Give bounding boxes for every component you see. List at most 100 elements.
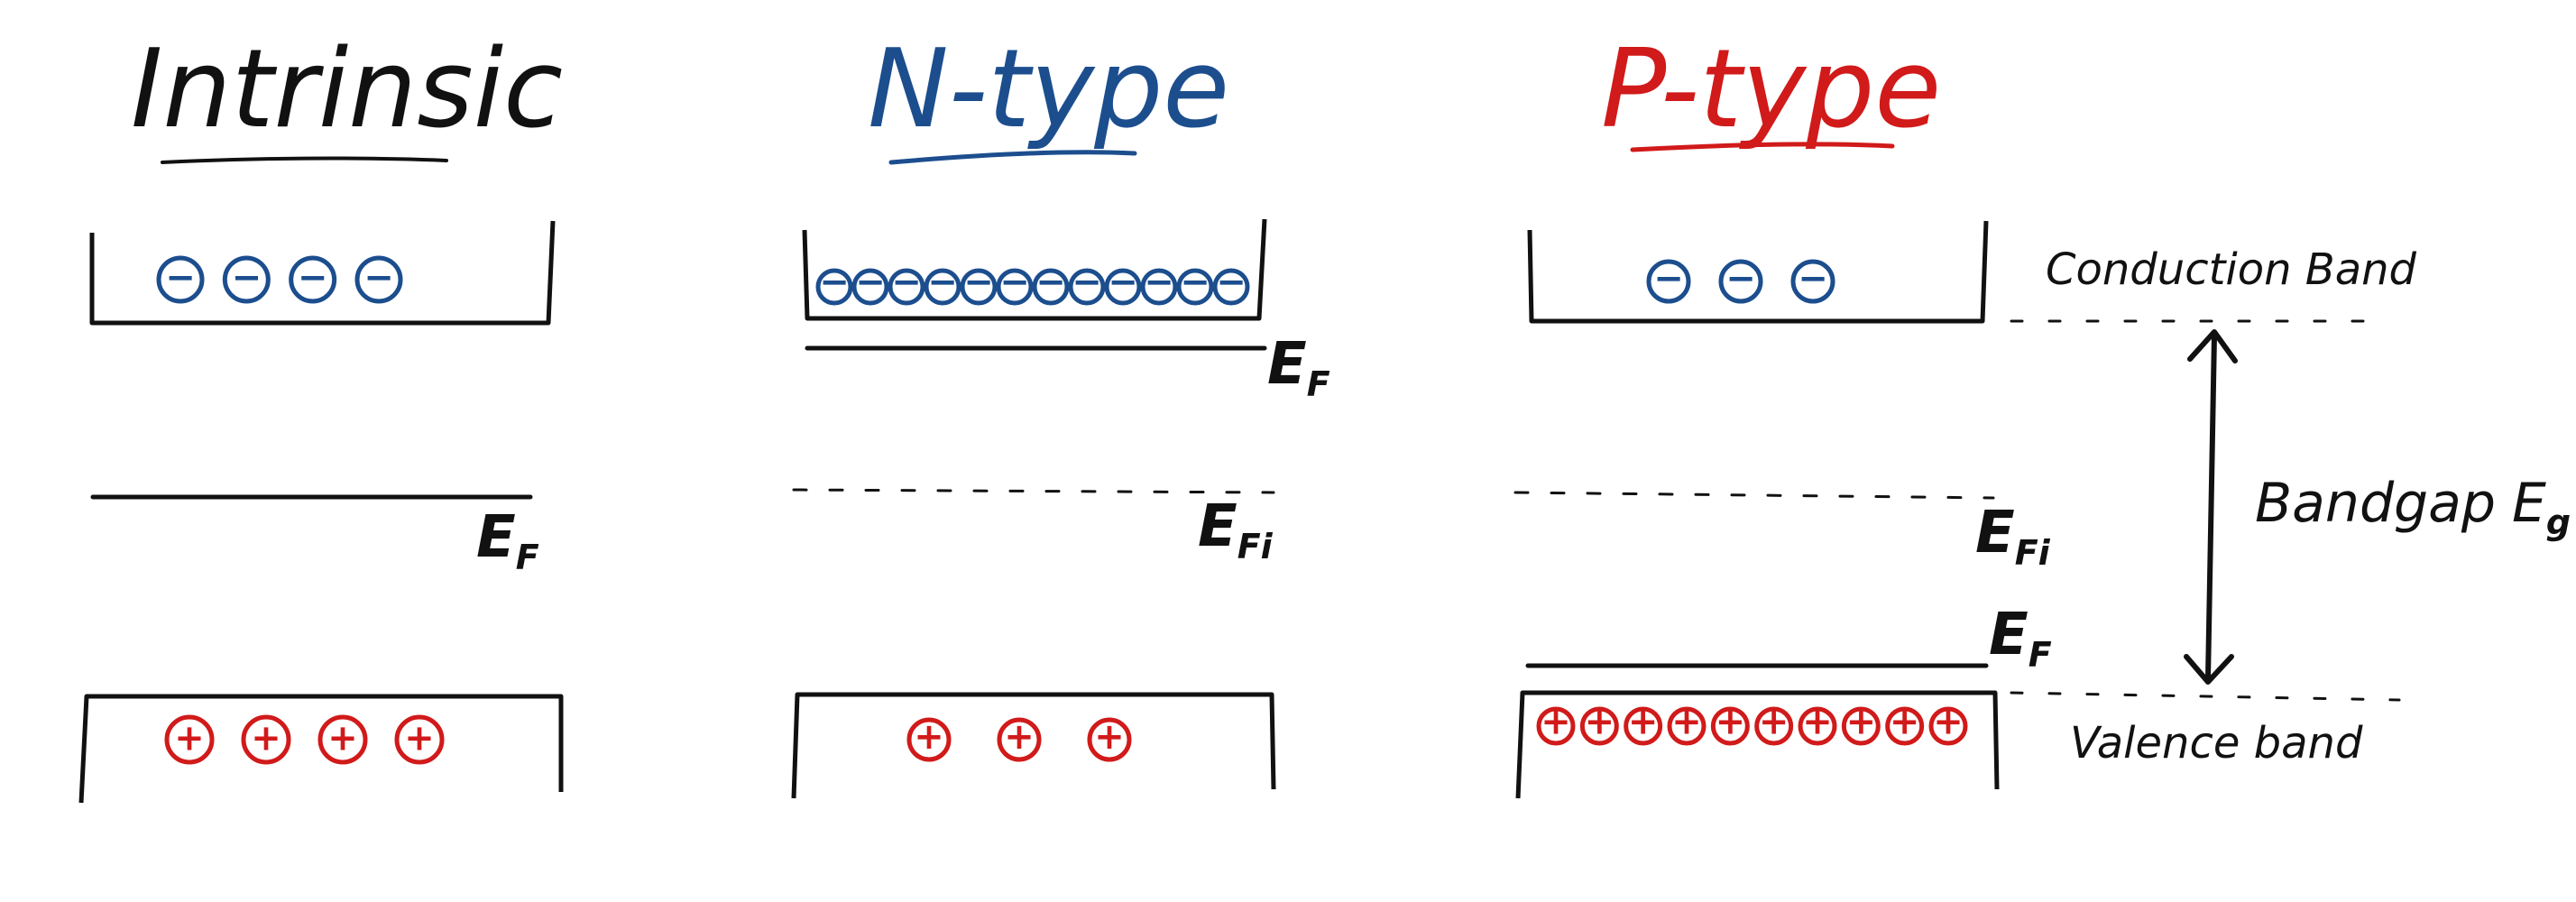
hole-carrier [1087,717,1132,762]
electron-carrier [1212,268,1250,306]
holes-p-type: + + + + + + + + + + [1536,702,1968,746]
conduction-band-intrinsic [89,220,556,326]
hole-symbol: + [1802,702,1833,743]
panel-n-type: N-type −−−−−−−−−−−− EF EFi + + + [791,27,1330,799]
electron-symbol: − [1072,262,1102,303]
electron-carrier [888,268,925,306]
hole-symbol: + [1004,716,1035,758]
electron-symbol: − [855,262,886,303]
electron-symbol: − [927,262,958,303]
electron-carrier [1646,259,1691,304]
hole-carrier [997,717,1042,762]
electron-carrier [289,255,337,304]
electron-symbol: − [363,257,394,299]
hole-symbol: + [1933,702,1964,743]
hole-carrier [1841,706,1881,746]
hole-carrier [906,717,952,762]
hole-symbol: + [914,716,944,758]
hole-symbol: + [1585,702,1615,743]
electrons-p-type: −−− [1646,258,1835,304]
hole-carrier [1798,706,1837,746]
intrinsic-label-n-type: EFi [1198,493,1274,566]
electron-symbol: − [819,262,850,303]
electron-carrier [815,268,853,306]
electron-symbol: − [298,257,328,299]
hole-carrier [164,714,215,765]
hole-symbol: + [327,717,358,759]
valence-band-n-type [791,692,1276,799]
bandgap-arrow-shaft [2205,333,2217,681]
hole-carrier [1667,706,1707,746]
hole-symbol: + [1759,702,1789,743]
hole-symbol: + [404,717,435,759]
electron-carrier [1790,259,1835,304]
hole-symbol: + [1890,702,1920,743]
title-p-type: P-type [1601,27,1941,152]
electron-carrier [851,268,889,306]
hole-symbol: + [1671,702,1702,743]
electron-symbol: − [1653,258,1684,299]
electron-symbol: − [1108,262,1138,303]
electron-symbol: − [1725,258,1756,299]
hole-carrier [317,714,368,765]
fermi-label-intrinsic: EF [476,504,539,577]
hole-symbol: + [1628,702,1659,743]
hole-carrier [1710,706,1750,746]
holes-n-type: + + + [906,716,1132,762]
title-n-type-underline [888,150,1137,165]
intrinsic-level-p-type [1513,491,1995,500]
electron-symbol: − [1180,262,1210,303]
electron-carrier [924,268,961,306]
hole-carrier [1536,706,1576,746]
fermi-label-p-type: EF [1989,602,2052,675]
hole-symbol: + [1846,702,1877,743]
hole-carrier [241,714,291,765]
holes-intrinsic: ++++ [164,714,445,765]
valence-band-edge-dashed [2010,691,2401,702]
intrinsic-level-n-type [792,488,1275,494]
electron-symbol: − [963,262,994,303]
electron-carrier [1104,268,1142,306]
conduction-band-n-type [802,218,1267,321]
electron-carrier [156,255,205,304]
hole-carrier [1579,706,1619,746]
electron-symbol: − [891,262,922,303]
title-intrinsic: Intrinsic [131,27,563,152]
electron-carrier [996,268,1034,306]
hole-carrier [1885,706,1925,746]
electron-carrier [1718,259,1763,304]
bandgap-arrow-head-top [2187,329,2238,364]
conduction-band-p-type [1527,220,1989,324]
hole-symbol: + [251,717,281,759]
electron-carrier [1032,268,1070,306]
electron-carrier [960,268,998,306]
hole-symbol: + [1094,716,1125,758]
electron-symbol: − [1035,262,1066,303]
panel-p-type: P-type −−− EFi EF ++++++++++ [1513,27,2052,799]
electron-symbol: − [1798,258,1828,299]
conduction-band-label: Conduction Band [2046,244,2417,295]
title-p-type-underline [1630,142,1895,152]
electrons-n-type: −−−−−−−−−−−− [815,262,1250,306]
panel-intrinsic: Intrinsic −−−− EF ++++ [78,27,564,804]
hole-symbol: + [1716,702,1746,743]
hole-carrier [394,714,445,765]
fermi-label-n-type: EF [1267,331,1330,404]
electron-carrier [222,255,271,304]
electrons-intrinsic: −−−− [156,255,403,304]
electron-symbol: − [1144,262,1174,303]
electron-symbol: − [232,257,262,299]
intrinsic-label-p-type: EFi [1975,500,2051,573]
hole-symbol: + [1541,702,1571,743]
valence-band-intrinsic [78,694,564,804]
electron-symbol: − [999,262,1030,303]
electron-carrier [1140,268,1178,306]
hole-carrier [1928,706,1968,746]
electron-carrier [354,255,403,304]
title-n-type: N-type [868,27,1229,152]
electron-symbol: − [165,257,196,299]
electron-carrier [1068,268,1106,306]
